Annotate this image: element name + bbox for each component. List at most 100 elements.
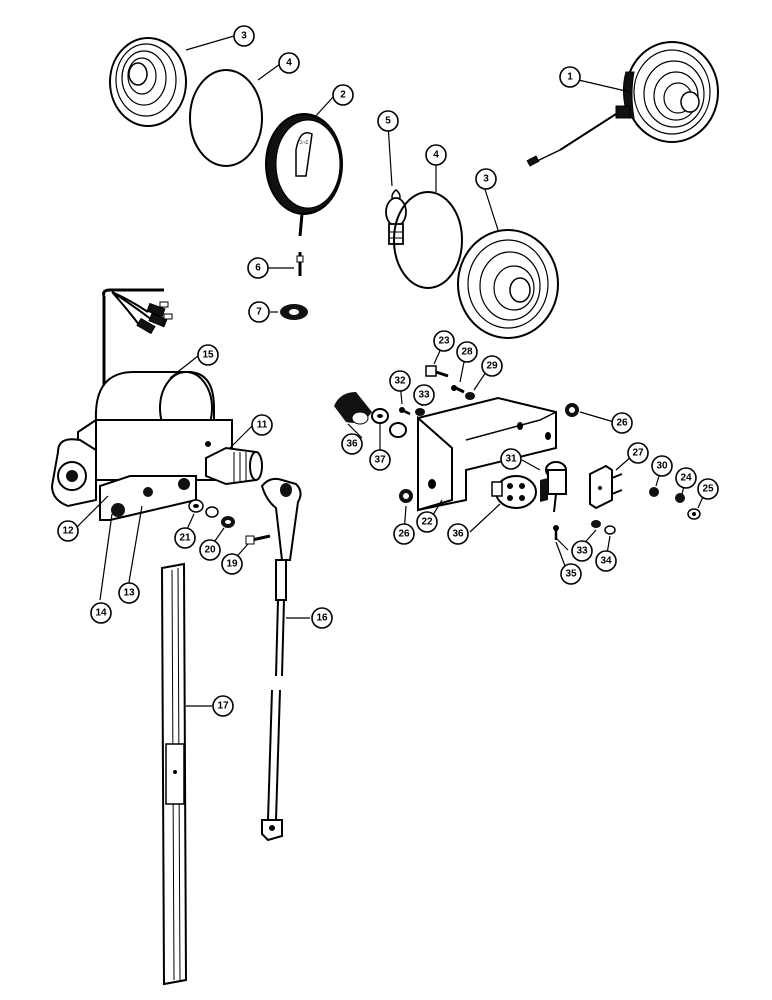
contact-6 xyxy=(296,252,304,276)
screw-23 xyxy=(425,365,449,378)
knob-36-upper xyxy=(334,392,372,425)
nut-20 xyxy=(221,516,235,528)
svg-text:31: 31 xyxy=(505,454,517,465)
svg-text:34: 34 xyxy=(600,556,612,567)
svg-text:27: 27 xyxy=(632,448,644,459)
svg-text:23: 23 xyxy=(438,336,450,347)
bolt-28 xyxy=(451,385,465,394)
callout-35: 35 xyxy=(560,563,582,585)
callout-26-lower: 26 xyxy=(393,523,415,545)
svg-text:16: 16 xyxy=(316,613,328,624)
bolt-19 xyxy=(245,534,271,545)
svg-text:2: 2 xyxy=(340,90,346,101)
svg-text:32: 32 xyxy=(394,376,406,387)
callout-6: 6 xyxy=(247,257,269,279)
callout-15: 15 xyxy=(197,344,219,366)
callout-36-upper: 36 xyxy=(341,433,363,455)
callout-31: 31 xyxy=(500,448,522,470)
callout-21: 21 xyxy=(174,527,196,549)
callout-28: 28 xyxy=(456,341,478,363)
callout-11: 11 xyxy=(251,414,273,436)
svg-text:13: 13 xyxy=(123,588,135,599)
svg-text:20: 20 xyxy=(204,545,216,556)
svg-text:5: 5 xyxy=(385,116,391,127)
callout-4-upper: 4 xyxy=(278,52,300,74)
nut-30 xyxy=(649,487,659,497)
svg-text:3: 3 xyxy=(483,174,489,185)
gasket-4-upper xyxy=(189,69,263,167)
svg-text:36: 36 xyxy=(452,529,464,540)
nut-29 xyxy=(465,392,475,400)
svg-text:25: 25 xyxy=(702,484,714,495)
screw-35 xyxy=(553,525,559,540)
bracket-22 xyxy=(417,396,557,512)
svg-text:22: 22 xyxy=(421,517,433,528)
washer-24 xyxy=(675,493,685,503)
callout-3-upper: 3 xyxy=(233,25,255,47)
gauge-2: ℷ∩∁ xyxy=(265,113,343,237)
washer-21 xyxy=(188,499,219,518)
callout-37: 37 xyxy=(369,449,391,471)
callout-3-lower: 3 xyxy=(475,168,497,190)
callout-26-upper: 26 xyxy=(611,412,633,434)
screw-32 xyxy=(399,407,411,416)
svg-text:4: 4 xyxy=(433,150,439,161)
svg-text:6: 6 xyxy=(255,263,261,274)
svg-text:33: 33 xyxy=(418,390,430,401)
svg-text:28: 28 xyxy=(461,347,473,358)
callout-22: 22 xyxy=(416,511,438,533)
svg-text:30: 30 xyxy=(656,461,668,472)
callout-2: 2 xyxy=(332,84,354,106)
nut-37 xyxy=(371,408,407,438)
callout-17: 17 xyxy=(212,695,234,717)
callout-4-lower: 4 xyxy=(425,144,447,166)
callout-13: 13 xyxy=(118,582,140,604)
svg-text:ℷ∩∁: ℷ∩∁ xyxy=(299,140,308,146)
callout-7: 7 xyxy=(248,301,270,323)
nut-34 xyxy=(604,525,616,535)
wiper-blade-17 xyxy=(160,562,188,986)
callout-29: 29 xyxy=(481,355,503,377)
callout-33-upper: 33 xyxy=(413,384,435,406)
callout-32: 32 xyxy=(389,370,411,392)
gasket-4-lower xyxy=(393,191,463,289)
svg-text:36: 36 xyxy=(346,439,358,450)
svg-text:4: 4 xyxy=(286,58,292,69)
callout-34: 34 xyxy=(595,550,617,572)
svg-text:29: 29 xyxy=(486,361,498,372)
callout-33-lower: 33 xyxy=(571,540,593,562)
callout-16: 16 xyxy=(311,607,333,629)
svg-text:35: 35 xyxy=(565,569,577,580)
callout-24: 24 xyxy=(675,467,697,489)
switch-31 xyxy=(540,461,567,513)
svg-text:33: 33 xyxy=(576,546,588,557)
nut-25 xyxy=(687,508,701,520)
callout-14: 14 xyxy=(90,602,112,624)
svg-text:17: 17 xyxy=(217,701,229,712)
callout-27: 27 xyxy=(627,442,649,464)
callout-5: 5 xyxy=(377,110,399,132)
nut-33-upper xyxy=(415,408,425,416)
lamp-housing-1 xyxy=(526,41,719,167)
grommet-26-upper xyxy=(565,403,579,417)
wiper-motor-15 xyxy=(50,288,233,521)
svg-text:1: 1 xyxy=(567,72,573,83)
svg-text:12: 12 xyxy=(62,526,74,537)
bezel-3-lower xyxy=(457,229,559,339)
svg-text:3: 3 xyxy=(241,31,247,42)
callout-12: 12 xyxy=(57,520,79,542)
switch-36-lower xyxy=(491,475,537,509)
svg-text:21: 21 xyxy=(179,533,191,544)
relay-27 xyxy=(589,464,623,510)
svg-text:7: 7 xyxy=(256,307,262,318)
svg-text:14: 14 xyxy=(95,608,107,619)
svg-text:19: 19 xyxy=(226,559,238,570)
callout-19: 19 xyxy=(221,553,243,575)
callout-30: 30 xyxy=(651,455,673,477)
nut-33-lower xyxy=(591,520,601,528)
callout-36-lower: 36 xyxy=(447,523,469,545)
grommet-26-lower xyxy=(399,489,413,503)
washer-7 xyxy=(280,304,308,320)
wiper-arm-16 xyxy=(260,477,302,842)
